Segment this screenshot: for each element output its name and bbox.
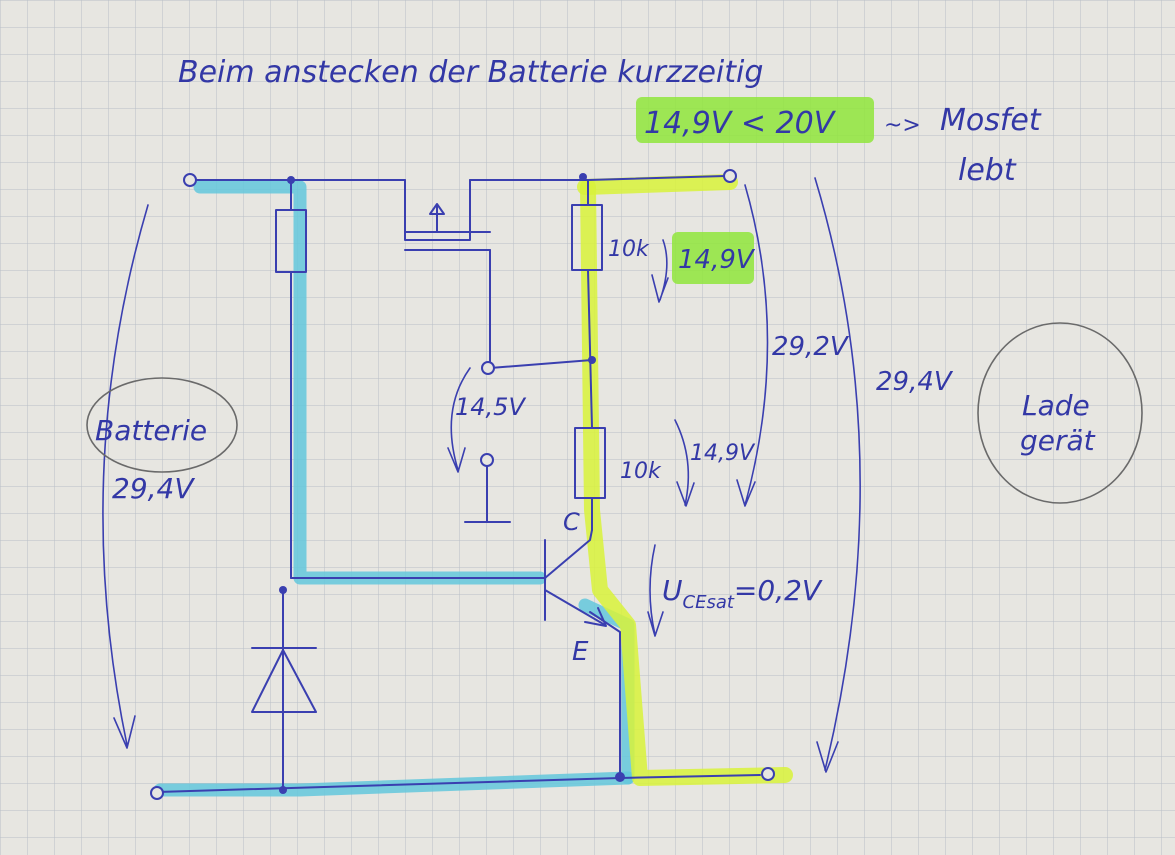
battery-voltage: 29,4V [112,472,195,505]
junction-nodes [279,173,625,794]
condition-text: 14,9V < 20V [644,106,837,141]
highlight-condition [636,97,874,143]
resistor-bottom-label: 10k [620,459,662,484]
terminals [150,169,775,800]
uce-label: UCEsat=0,2V [662,574,823,613]
emitter-label: E [572,637,589,667]
diode-symbol [251,589,317,791]
mosfet-arrow: ~> [884,113,921,138]
voltage-arrows [102,177,861,773]
uce-subscript: CEsat [683,592,735,613]
charger-label-line2: gerät [1020,424,1096,457]
mosfet-status: lebt [958,153,1017,188]
resistor-top-label: 10k [608,237,650,262]
mosfet-symbol [404,197,491,251]
battery-label: Batterie [95,414,207,447]
resistor-left [275,209,307,273]
uce-value: =0,2V [734,574,823,607]
resistor-top [571,204,603,271]
resistor-bottom-voltage: 14,9V [690,441,756,466]
resistor-top-voltage: 14,9V [678,245,756,275]
page-title: Beim anstecken der Batterie kurzzeitig [178,55,763,90]
uce-symbol: U [662,574,683,607]
gate-voltage: 14,5V [455,393,526,421]
battery-circle [86,377,238,473]
resistor-bottom [574,427,606,499]
voltage-29-4: 29,4V [876,367,954,397]
charger-circle [977,322,1143,504]
highlight-top-voltage [672,232,754,284]
charger-label-line1: Lade [1022,389,1090,422]
voltage-29-2: 29,2V [772,332,850,362]
npn-transistor [544,539,607,627]
mosfet-label: Mosfet [940,103,1042,138]
collector-label: C [563,508,580,536]
